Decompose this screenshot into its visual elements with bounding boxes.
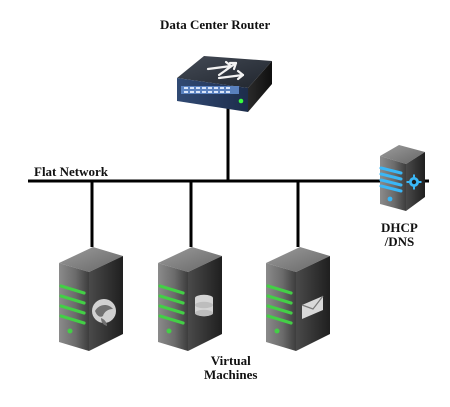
globe-icon <box>92 299 116 326</box>
router-label: Data Center Router <box>160 17 271 32</box>
database-icon <box>195 294 213 317</box>
dhcp-label-line-1: DHCP <box>381 220 418 235</box>
router-icon <box>177 56 272 112</box>
virtual-machine-database-server-icon <box>158 247 222 351</box>
virtual-machines-label: Virtual Machines <box>204 354 257 381</box>
gear-icon <box>406 174 422 190</box>
virtual-machine-mail-server-icon <box>266 247 330 351</box>
dhcp-label-line-2: /DNS <box>384 233 415 249</box>
mail-icon <box>301 295 324 319</box>
dhcp-dns-label: DHCP /DNS <box>381 221 418 248</box>
dhcp-dns-server-icon <box>379 145 425 211</box>
vm-label-line-2: Machines <box>204 366 258 382</box>
vm-label-line-1: Virtual <box>210 353 251 368</box>
virtual-machine-web-server-icon <box>59 247 123 351</box>
flat-network-label: Flat Network <box>34 164 109 179</box>
